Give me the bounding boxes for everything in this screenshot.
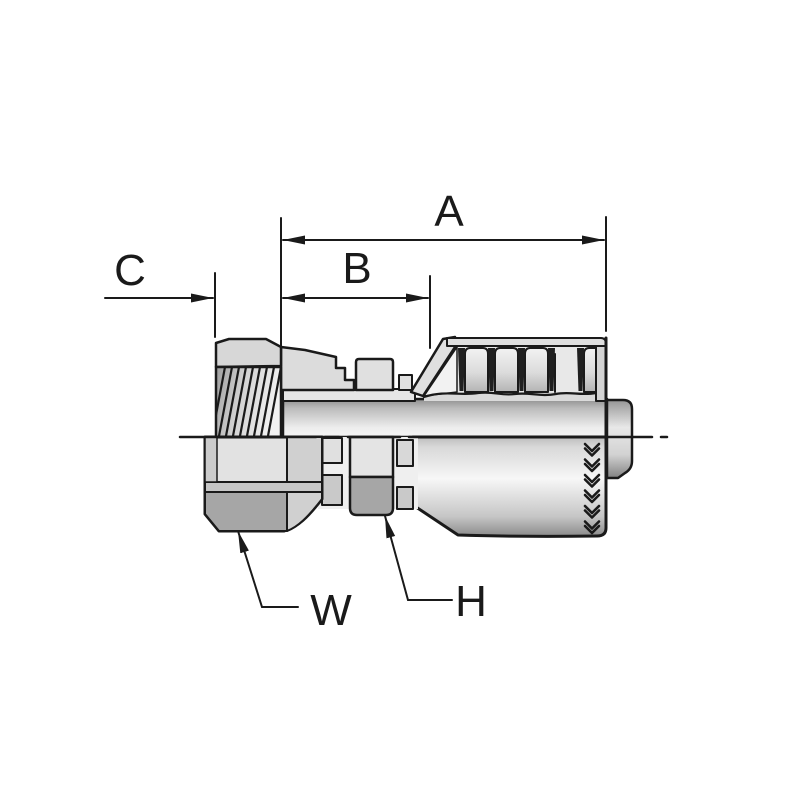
nipple-stub xyxy=(605,398,634,480)
callout-h-leader xyxy=(384,515,453,601)
body-step xyxy=(398,374,413,391)
serration-slots xyxy=(458,348,584,391)
dimension-b-label: B xyxy=(342,244,371,293)
crimp-shell-lower xyxy=(411,435,608,538)
shell-top-wall xyxy=(446,337,607,347)
callout-w-label: W xyxy=(310,586,352,635)
callout-w-leader xyxy=(237,530,299,608)
callout-h-label: H xyxy=(455,577,487,626)
nut-flange xyxy=(279,345,356,392)
body-hex-upper xyxy=(354,357,395,392)
nut-hex-lower xyxy=(203,435,324,533)
hose-nipple xyxy=(281,397,609,439)
swivel-nut xyxy=(203,337,324,533)
nut-hex-divider xyxy=(204,481,323,493)
shell-inner-surface xyxy=(422,391,598,399)
dimension-c-label: C xyxy=(114,246,146,295)
dimension-labels: A B C W H xyxy=(114,187,487,635)
thread-hatch-lines xyxy=(216,367,281,437)
crimp-indicator-chevrons xyxy=(583,442,601,535)
swivel-groove-right xyxy=(396,439,414,510)
wrench-hex xyxy=(348,435,395,517)
nut-hex-dark-face xyxy=(204,491,288,532)
shell-serrations xyxy=(464,347,597,393)
crimp-shell-upper xyxy=(409,335,608,439)
dimension-annotations xyxy=(104,216,607,608)
nut-left-edge-band xyxy=(204,436,218,483)
nut-crown xyxy=(214,337,283,369)
dimension-a-label: A xyxy=(434,187,464,236)
body-lower-section xyxy=(318,435,418,517)
